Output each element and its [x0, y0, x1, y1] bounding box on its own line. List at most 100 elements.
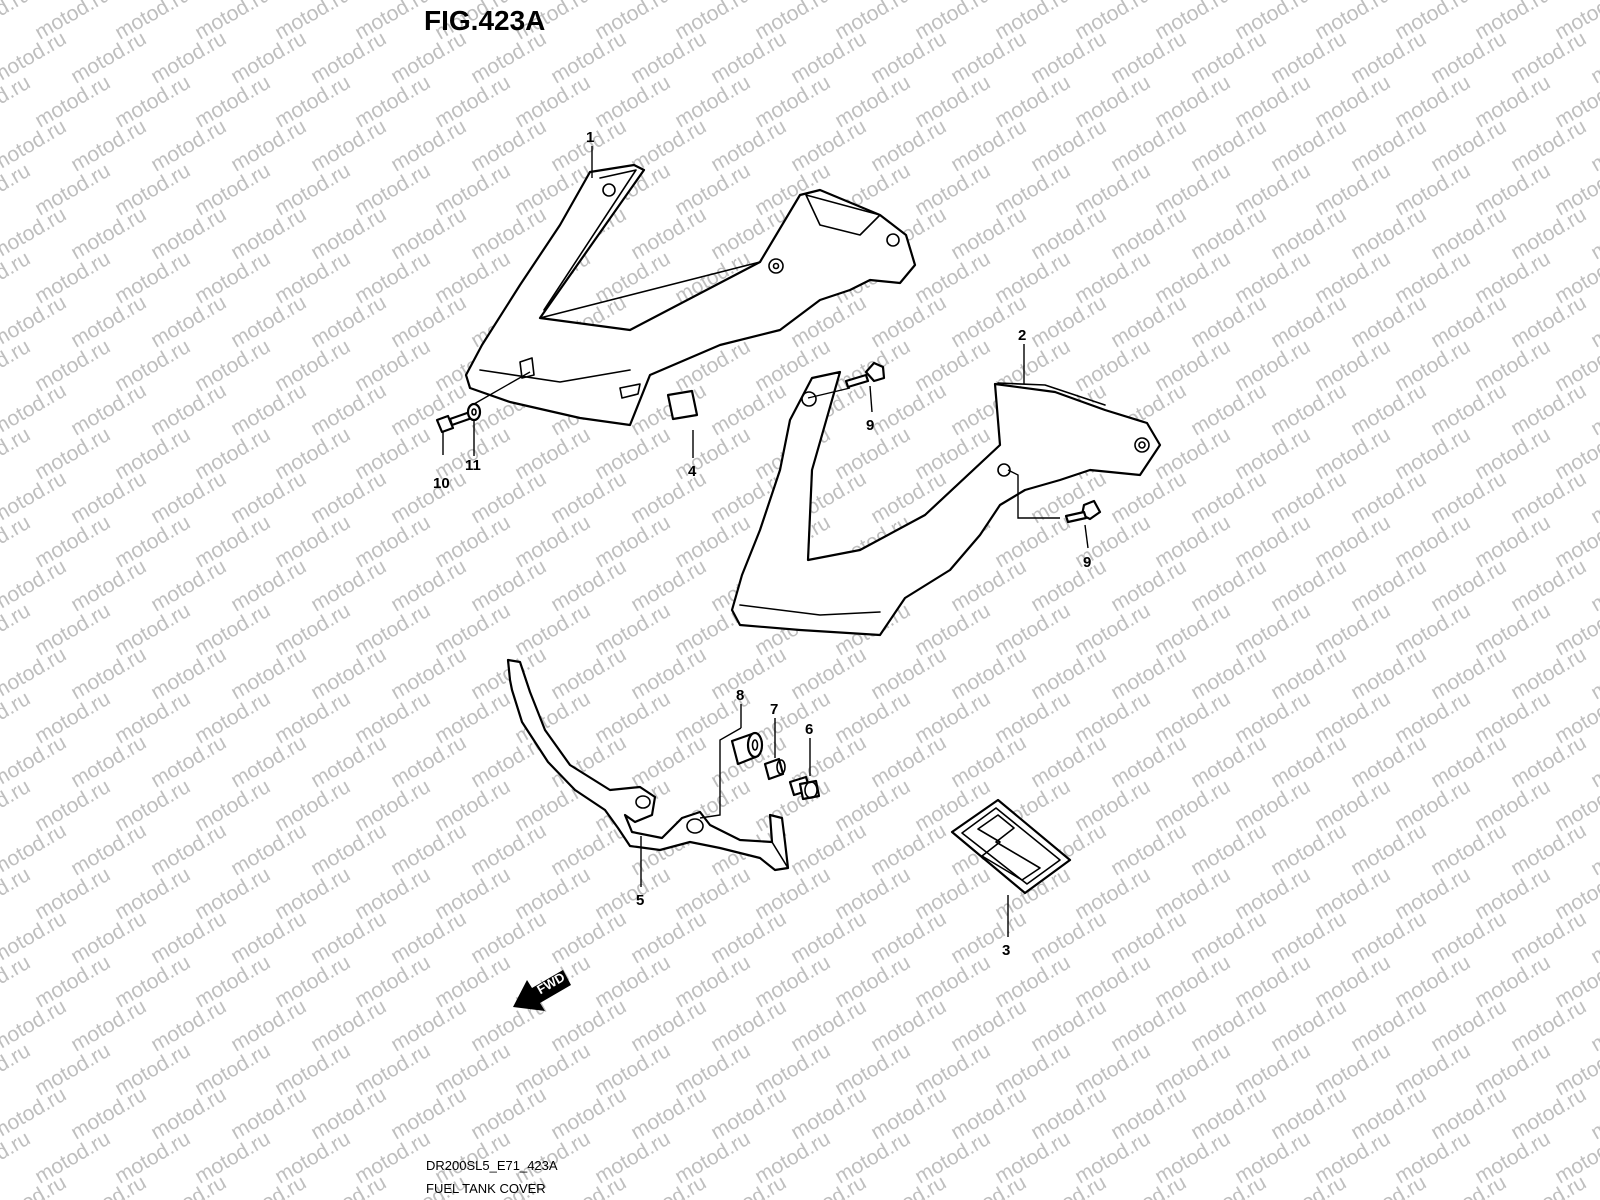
watermark-text: motod.ru	[947, 907, 1030, 968]
watermark-text: motod.ru	[227, 995, 310, 1056]
watermark-text: motod.ru	[147, 1083, 230, 1144]
watermark-text: motod.ru	[1587, 995, 1600, 1056]
watermark-text: motod.ru	[1267, 1083, 1350, 1144]
watermark-text: motod.ru	[307, 115, 390, 176]
part-9-upper-bolt[interactable]	[844, 361, 886, 389]
watermark-text: motod.ru	[467, 467, 550, 528]
part-7-collar[interactable]	[763, 757, 786, 781]
watermark-text: motod.ru	[1107, 907, 1190, 968]
watermark-text: motod.ru	[867, 819, 950, 880]
watermark-text: motod.ru	[1187, 731, 1270, 792]
watermark-text: motod.ru	[467, 1083, 550, 1144]
watermark-text: motod.ru	[1507, 203, 1590, 264]
watermark-text: motod.ru	[1427, 1171, 1510, 1200]
watermark-text: motod.ru	[1507, 819, 1590, 880]
watermark-text: motod.ru	[1587, 819, 1600, 880]
watermark-text: motod.ru	[1027, 643, 1110, 704]
callout-2[interactable]: 2	[1018, 327, 1026, 344]
watermark-text: motod.ru	[1107, 819, 1190, 880]
callout-11[interactable]: 11	[465, 457, 481, 474]
watermark-text: motod.ru	[627, 907, 710, 968]
watermark-text: motod.ru	[1427, 291, 1510, 352]
watermark-text: motod.ru	[1427, 1083, 1510, 1144]
watermark-text: motod.ru	[227, 27, 310, 88]
watermark-text: motod.ru	[547, 1083, 630, 1144]
watermark-text: motod.ru	[547, 1171, 630, 1200]
watermark-text: motod.ru	[0, 511, 34, 572]
callout-8[interactable]: 8	[736, 687, 744, 704]
watermark-text: motod.ru	[1427, 643, 1510, 704]
watermark-text: motod.ru	[147, 731, 230, 792]
watermark-text: motod.ru	[387, 819, 470, 880]
watermark-text: motod.ru	[387, 203, 470, 264]
watermark-text: motod.ru	[1427, 203, 1510, 264]
watermark-text: motod.ru	[1427, 819, 1510, 880]
watermark-text: motod.ru	[787, 115, 870, 176]
watermark-text: motod.ru	[1107, 555, 1190, 616]
watermark-text: motod.ru	[467, 555, 550, 616]
watermark-text: motod.ru	[67, 467, 150, 528]
callout-7[interactable]: 7	[770, 701, 778, 718]
watermark-text: motod.ru	[387, 291, 470, 352]
watermark-text: motod.ru	[227, 467, 310, 528]
callout-5[interactable]: 5	[636, 892, 644, 909]
callout-9-lower[interactable]: 9	[1083, 554, 1091, 571]
watermark-text: motod.ru	[787, 27, 870, 88]
watermark-text: motod.ru	[1267, 995, 1350, 1056]
watermark-text: motod.ru	[787, 819, 870, 880]
watermark-text: motod.ru	[1027, 291, 1110, 352]
watermark-text: motod.ru	[227, 115, 310, 176]
watermark-text: motod.ru	[1587, 115, 1600, 176]
part-1-left-tank-cover[interactable]	[464, 163, 917, 427]
watermark-text: motod.ru	[1267, 907, 1350, 968]
watermark-text: motod.ru	[307, 291, 390, 352]
watermark-text: motod.ru	[147, 995, 230, 1056]
part-8-grommet[interactable]	[730, 731, 764, 766]
watermark-text: motod.ru	[1107, 1083, 1190, 1144]
part-9-lower-bolt[interactable]	[1064, 499, 1102, 524]
watermark-text: motod.ru	[707, 995, 790, 1056]
watermark-text: motod.ru	[147, 819, 230, 880]
watermark-text: motod.ru	[1027, 203, 1110, 264]
watermark-text: motod.ru	[227, 643, 310, 704]
watermark-text: motod.ru	[307, 1171, 390, 1200]
callout-1[interactable]: 1	[586, 129, 594, 146]
watermark-text: motod.ru	[0, 159, 34, 220]
callout-6[interactable]: 6	[805, 721, 813, 738]
watermark-text: motod.ru	[1027, 27, 1110, 88]
watermark-text: motod.ru	[1027, 115, 1110, 176]
watermark-text: motod.ru	[67, 379, 150, 440]
watermark-text: motod.ru	[1187, 27, 1270, 88]
part-10-bolt[interactable]	[435, 410, 474, 434]
watermark-text: motod.ru	[467, 819, 550, 880]
watermark-text: motod.ru	[67, 731, 150, 792]
watermark-text: motod.ru	[1267, 643, 1350, 704]
part-5-bracket[interactable]	[506, 658, 790, 872]
callout-4[interactable]: 4	[688, 463, 697, 480]
watermark-text: motod.ru	[0, 687, 34, 748]
watermark-text: motod.ru	[707, 27, 790, 88]
callout-10[interactable]: 10	[433, 475, 450, 492]
watermark-text: motod.ru	[0, 1127, 34, 1188]
part-4-cushion-pad[interactable]	[666, 389, 699, 421]
watermark-text: motod.ru	[307, 643, 390, 704]
part-3-emblem[interactable]	[950, 798, 1072, 895]
watermark-text: motod.ru	[947, 203, 1030, 264]
part-11-washer[interactable]	[466, 402, 482, 422]
part-6-bolt[interactable]	[788, 775, 821, 801]
watermark-text: motod.ru	[547, 27, 630, 88]
watermark-text: motod.ru	[1347, 467, 1430, 528]
watermark-text: motod.ru	[1347, 731, 1430, 792]
watermark-text: motod.ru	[1107, 643, 1190, 704]
part-2-right-tank-cover[interactable]	[730, 370, 1162, 637]
watermark-text: motod.ru	[307, 819, 390, 880]
watermark-text: motod.ru	[1347, 115, 1430, 176]
watermark-text: motod.ru	[1027, 907, 1110, 968]
watermark-text: motod.ru	[1587, 27, 1600, 88]
watermark-text: motod.ru	[947, 995, 1030, 1056]
watermark-text: motod.ru	[627, 995, 710, 1056]
watermark-text: motod.ru	[387, 907, 470, 968]
callout-3[interactable]: 3	[1002, 942, 1010, 959]
callout-9-upper[interactable]: 9	[866, 417, 874, 434]
